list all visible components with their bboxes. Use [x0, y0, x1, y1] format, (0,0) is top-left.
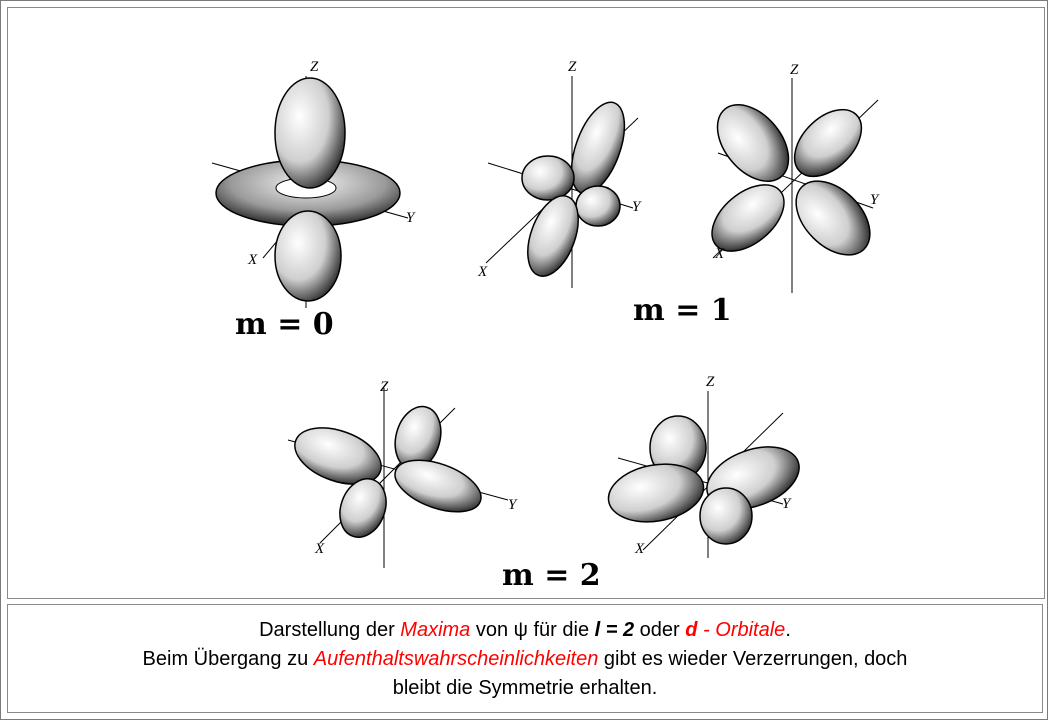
axis-z-label: Z	[706, 374, 715, 390]
axis-z-label: Z	[380, 379, 389, 395]
orbital-m2-a: Z Y X	[287, 379, 518, 568]
caption-text: Darstellung der	[259, 619, 401, 641]
label-m0: m = 0	[235, 307, 334, 342]
caption-text: Beim Übergang zu	[142, 648, 314, 670]
orbital-figure: Z Y X m = 0 Z Y X	[7, 7, 1045, 599]
caption-text: .	[785, 619, 791, 641]
caption: Darstellung der Maxima von ψ für die l =…	[7, 604, 1043, 713]
axis-x-label: X	[314, 541, 325, 557]
orbital-m1-a: Z Y X	[477, 59, 642, 288]
axis-y-label: Y	[508, 497, 518, 513]
maxima-link[interactable]: Maxima	[400, 619, 471, 641]
quantum-number-l: l = 2	[594, 619, 635, 641]
caption-text: gibt es wieder Verzerrungen, doch	[598, 648, 908, 670]
axis-x-label: X	[714, 246, 725, 262]
orbital-m1-b: Z Y X	[711, 62, 880, 293]
label-m1: m = 1	[633, 293, 732, 328]
d-letter[interactable]: d	[685, 619, 698, 641]
caption-line-1: Darstellung der Maxima von ψ für die l =…	[8, 616, 1042, 645]
orbital-m0: Z Y X	[211, 59, 416, 308]
aufenthalts-link[interactable]: Aufenthaltswahrscheinlichkeiten	[313, 648, 599, 670]
caption-line-3: bleibt die Symmetrie erhalten.	[392, 677, 658, 699]
axis-z-label: Z	[568, 59, 577, 75]
caption-text: oder	[634, 619, 686, 641]
label-m2: m = 2	[502, 558, 601, 593]
axis-y-label: Y	[632, 199, 642, 215]
axis-z-label: Z	[790, 62, 799, 78]
axis-y-label: Y	[870, 192, 880, 208]
axis-y-label: Y	[406, 210, 416, 226]
axis-y-label: Y	[782, 496, 792, 512]
axis-x-label: X	[477, 264, 488, 280]
orbitale-link[interactable]: - Orbitale	[697, 619, 786, 641]
orbital-diagram: Z Y X m = 0 Z Y X	[211, 59, 880, 593]
caption-text: von ψ für die	[470, 619, 595, 641]
orbital-m2-b: Z Y X	[607, 374, 800, 558]
caption-line-2: Beim Übergang zu Aufenthaltswahrscheinli…	[8, 645, 1042, 674]
axis-x-label: X	[634, 541, 645, 557]
axis-z-label: Z	[310, 59, 319, 75]
axis-x-label: X	[247, 252, 258, 268]
